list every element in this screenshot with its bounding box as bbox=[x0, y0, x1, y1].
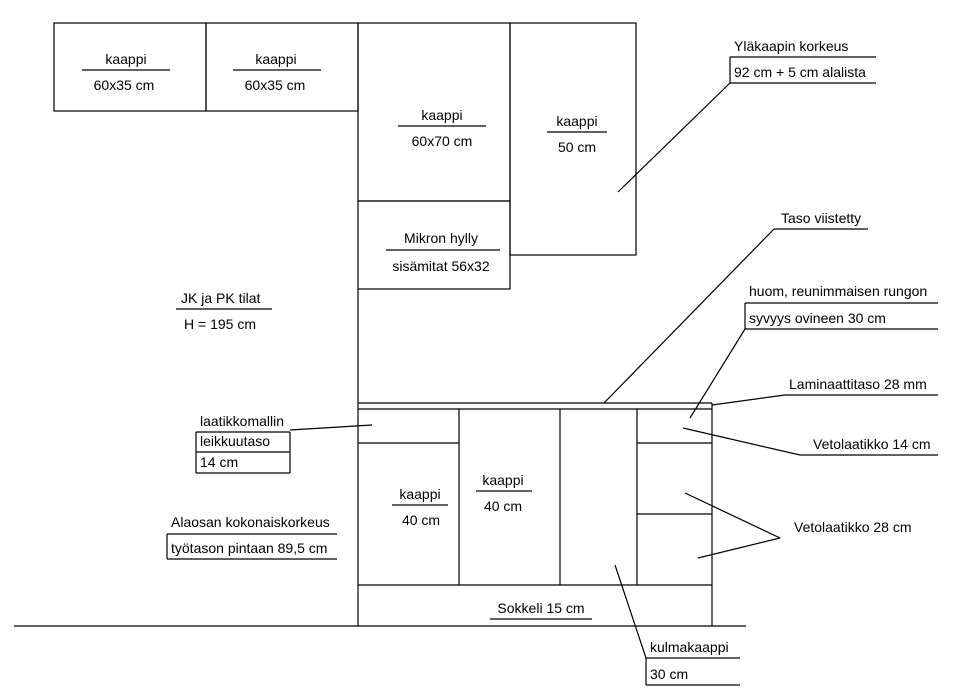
drawer28-label: Vetolaatikko 28 cm bbox=[794, 519, 912, 535]
microwave-shelf-name: Mikron hylly bbox=[404, 230, 478, 246]
lower-height-label-2: työtason pintaan 89,5 cm bbox=[171, 540, 327, 556]
laminate-label: Laminaattitaso 28 mm bbox=[789, 376, 927, 392]
upper-cabinet-4-size: 50 cm bbox=[558, 139, 596, 155]
lower-cabinet-2-name: kaappi bbox=[482, 472, 523, 488]
upper-cabinet-4-name: kaappi bbox=[556, 113, 597, 129]
corner-cabinet-label-2: 30 cm bbox=[650, 666, 688, 682]
lower-cabinet-1-size: 40 cm bbox=[402, 512, 440, 528]
upper-cabinet-2-name: kaappi bbox=[255, 51, 296, 67]
upper-cabinet-3-size: 60x70 cm bbox=[412, 133, 473, 149]
cutlery-label-1: laatikkomallin bbox=[200, 413, 284, 429]
drawer14-label: Vetolaatikko 14 cm bbox=[813, 436, 931, 452]
upper-cabinet-4 bbox=[509, 22, 637, 256]
lower-cabinet-1-name: kaappi bbox=[399, 486, 440, 502]
fridge-space-label-1: JK ja PK tilat bbox=[181, 290, 260, 306]
upper-cabinets bbox=[53, 22, 637, 290]
note-label-1: huom, reunimmaisen rungon bbox=[749, 283, 927, 299]
upper-height-label-1: Yläkaapin korkeus bbox=[734, 38, 848, 54]
lower-cabinets bbox=[358, 409, 713, 626]
microwave-shelf bbox=[357, 200, 511, 290]
bevel-label: Taso viistetty bbox=[781, 210, 861, 226]
note-label-2: syvyys ovineen 30 cm bbox=[749, 310, 886, 326]
cutlery-label-2: leikkuutaso bbox=[200, 433, 270, 449]
corner-cabinet-label-1: kulmakaappi bbox=[650, 639, 729, 655]
plinth-label: Sokkeli 15 cm bbox=[497, 600, 584, 616]
upper-cabinet-1-name: kaappi bbox=[105, 51, 146, 67]
leader-lines bbox=[289, 82, 801, 659]
cutlery-label-3: 14 cm bbox=[200, 454, 238, 470]
upper-cabinet-2-size: 60x35 cm bbox=[245, 77, 306, 93]
worktop bbox=[358, 402, 713, 410]
fridge-space-label-2: H = 195 cm bbox=[184, 316, 256, 332]
upper-height-label-2: 92 cm + 5 cm alalista bbox=[734, 64, 866, 80]
upper-cabinet-1 bbox=[53, 22, 207, 112]
lower-cabinet-2-size: 40 cm bbox=[484, 498, 522, 514]
upper-cabinet-2 bbox=[205, 22, 359, 112]
upper-cabinet-1-size: 60x35 cm bbox=[94, 77, 155, 93]
lower-height-label-1: Alaosan kokonaiskorkeus bbox=[171, 514, 330, 530]
upper-cabinet-3-name: kaappi bbox=[421, 107, 462, 123]
microwave-shelf-size: sisämitat 56x32 bbox=[392, 258, 489, 274]
